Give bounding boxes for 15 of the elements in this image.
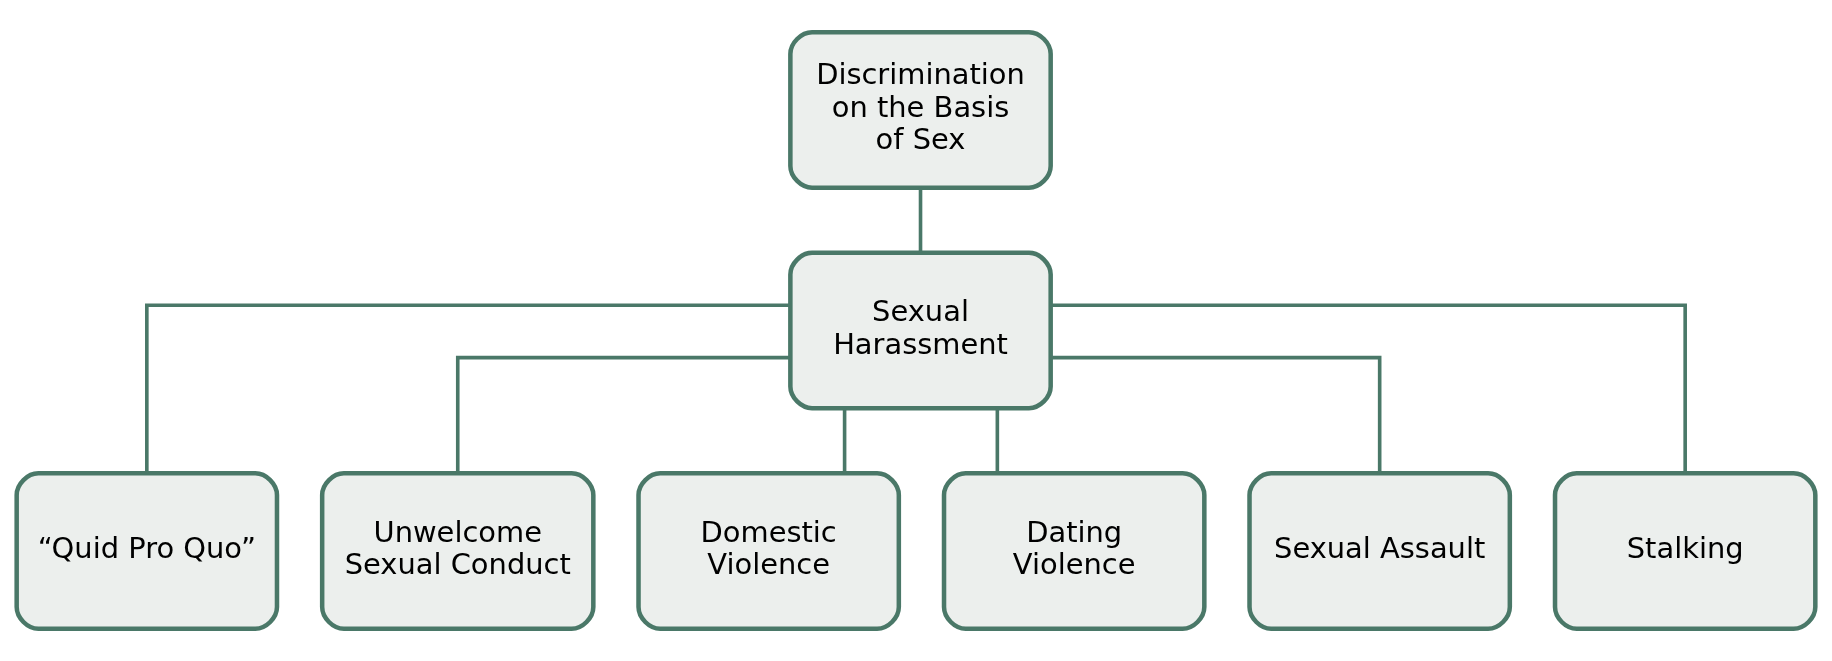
node-box: Sexual Assault <box>1247 471 1513 632</box>
node-box: Domestic Violence <box>636 471 902 632</box>
node-box: Unwelcome Sexual Conduct <box>319 471 596 632</box>
connector <box>1051 303 1687 474</box>
connector <box>995 408 1000 474</box>
connector <box>842 408 847 474</box>
node-box: Sexual Harassment <box>788 250 1053 411</box>
node-box: Discrimination on the Basis of Sex <box>788 29 1053 190</box>
connector <box>1050 355 1382 473</box>
connector <box>455 355 790 473</box>
connector <box>918 187 923 253</box>
node-box: Dating Violence <box>941 471 1207 632</box>
node-box: “Quid Pro Quo” <box>14 471 280 632</box>
node-box: Stalking <box>1552 471 1818 632</box>
connector <box>145 303 791 474</box>
